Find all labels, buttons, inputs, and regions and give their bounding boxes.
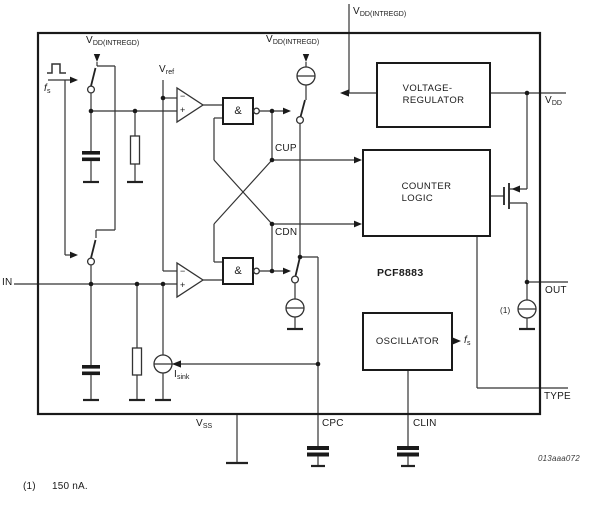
comparator2-minus-sign: − xyxy=(180,266,186,276)
pulse-icon xyxy=(47,63,66,74)
isink-label: Isink xyxy=(174,369,190,382)
fs-generator xyxy=(47,63,78,259)
footnote-ref: (1) xyxy=(23,481,36,492)
out-pin-label: OUT xyxy=(545,285,567,296)
comparator-1 xyxy=(176,86,223,124)
vss-pin-label: VSS xyxy=(196,418,213,431)
counter-logic-box xyxy=(362,149,491,237)
switch-icon xyxy=(299,99,306,118)
discharge-switch-net xyxy=(285,258,305,331)
cdn-net-label: CDN xyxy=(275,227,298,238)
clin-pin-label: CLIN xyxy=(413,418,437,429)
arrow-right-icon xyxy=(283,267,291,275)
cup-net-label: CUP xyxy=(275,143,297,154)
and-gate-icon xyxy=(222,97,254,125)
arrow-right-icon xyxy=(70,251,78,259)
vdd-intregd-left-label: VDD(INTREGD) xyxy=(86,35,140,48)
voltage-regulator-box xyxy=(376,62,491,128)
comparator-2 xyxy=(176,261,223,299)
counter-logic-caption: COUNTER LOGIC xyxy=(401,181,452,204)
resistor-icon xyxy=(131,347,143,376)
capacitor-bottom xyxy=(82,284,100,402)
comparator-icon xyxy=(176,86,205,124)
inverter-bubble-icon xyxy=(253,267,260,275)
in-pin-label: IN xyxy=(2,277,13,288)
type-net xyxy=(476,236,568,389)
nand-gate-2 xyxy=(222,257,260,285)
switch-icon xyxy=(90,239,97,259)
resistor-top xyxy=(127,111,143,184)
arrow-right-icon xyxy=(70,76,78,84)
arrow-left-icon xyxy=(511,185,520,193)
vdd-intregd-center-label: VDD(INTREGD) xyxy=(266,34,320,47)
arrow-down-icon xyxy=(302,54,310,62)
voltage-regulator-caption: VOLTAGE- REGULATOR xyxy=(402,83,465,106)
figure-code: 013aaa072 xyxy=(538,454,580,463)
resistor-bottom xyxy=(129,284,145,402)
resistor-icon xyxy=(129,135,141,165)
part-number-label: PCF8883 xyxy=(377,267,424,279)
clin-net xyxy=(397,370,419,468)
cpc-pin-label: CPC xyxy=(322,418,344,429)
vss-net xyxy=(226,414,248,465)
sample-switch-upper xyxy=(86,67,97,111)
vref-net xyxy=(162,80,177,272)
oscillator-output xyxy=(452,337,461,345)
junction-dots xyxy=(88,90,530,367)
comparator1-plus-sign: + xyxy=(180,105,186,115)
capacitor-top xyxy=(82,111,100,184)
arrow-left-icon xyxy=(340,89,349,97)
arrow-down-icon xyxy=(93,54,101,62)
charge-switch-net xyxy=(295,54,316,257)
comparator2-plus-sign: + xyxy=(180,280,186,290)
arrow-left-icon xyxy=(172,360,181,368)
comparator1-minus-sign: − xyxy=(180,91,186,101)
capacitor-icon xyxy=(397,446,419,450)
chip-boundary xyxy=(36,31,542,416)
vdd-intregd-rail-label: VDD(INTREGD) xyxy=(353,6,407,19)
output-mosfet xyxy=(490,93,528,282)
inverter-bubble-icon xyxy=(253,107,260,115)
vdd-intregd-left-net xyxy=(93,54,116,238)
type-pin-label: TYPE xyxy=(544,391,571,402)
arrow-right-icon xyxy=(354,156,362,164)
switch-icon xyxy=(294,258,301,277)
capacitor-icon xyxy=(307,446,329,450)
isink-net xyxy=(153,284,318,402)
arrow-right-icon xyxy=(283,107,291,115)
capacitor-icon xyxy=(82,365,100,369)
comparator-icon xyxy=(176,261,205,299)
nand-gate-2-symbol: & xyxy=(234,265,242,277)
oscillator-caption: OSCILLATOR xyxy=(375,335,440,347)
arrow-right-icon xyxy=(354,220,362,228)
cpc-net xyxy=(300,256,329,468)
switch-icon xyxy=(90,67,97,87)
fs-oscillator-label: fs xyxy=(464,335,471,348)
vref-label: Vref xyxy=(159,64,175,77)
fs-generator-label: fs xyxy=(44,83,51,96)
oscillator-box xyxy=(362,312,453,371)
out-net xyxy=(517,281,568,331)
sample-switch-lower xyxy=(86,239,97,284)
capacitor-icon xyxy=(82,151,100,155)
nand-gate-1 xyxy=(222,97,260,125)
current-source-footnote-ref: (1) xyxy=(500,306,511,315)
footnote-text: 150 nA. xyxy=(52,481,88,492)
nand-gate-1-symbol: & xyxy=(234,105,242,117)
arrow-right-icon xyxy=(453,337,461,345)
and-gate-icon xyxy=(222,257,254,285)
latch-wiring xyxy=(213,107,362,275)
vdd-pin-label: VDD xyxy=(545,95,562,108)
